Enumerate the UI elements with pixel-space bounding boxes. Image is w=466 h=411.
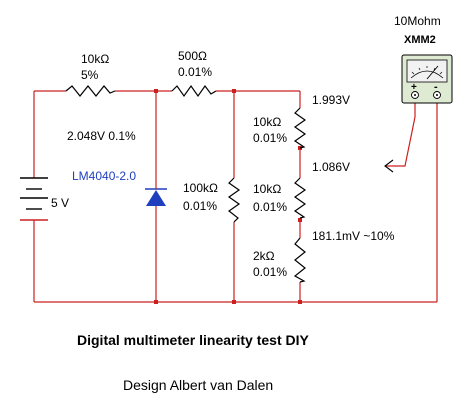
r-div-top-value: 10kΩ [253, 115, 281, 129]
r-div-bottom-value: 2kΩ [253, 249, 275, 263]
resistor-10k-series [65, 85, 116, 97]
diode-body [146, 190, 166, 206]
resistor-div-bottom [293, 237, 306, 283]
resistor-div-mid [293, 177, 307, 219]
meter-plus-label: + [411, 82, 417, 93]
node-bot-100k [232, 300, 236, 304]
r-div-mid-value: 10kΩ [253, 182, 281, 196]
meter-scale [410, 70, 444, 79]
meter-minus-label: - [434, 81, 438, 93]
meter-impedance-label: 10Mohm [394, 14, 441, 28]
zener-diode-icon [145, 176, 167, 212]
resistor-100k [227, 177, 241, 223]
battery-icon [20, 177, 48, 221]
diode-name-label: LM4040-2.0 [72, 169, 136, 183]
r-100k-value: 100kΩ [183, 181, 218, 195]
meter-needle [426, 65, 439, 80]
r-100k-tolerance: 0.01% [183, 199, 217, 213]
resistor-500 [171, 84, 217, 98]
multimeter-icon: + - [401, 54, 453, 104]
node-div-2 [298, 218, 302, 222]
node-bot-diode [154, 300, 158, 304]
r-series-value: 10kΩ [81, 52, 109, 66]
voltage-node-2: 1.086V [312, 160, 350, 174]
r-div-bottom-tolerance: 0.01% [253, 265, 287, 279]
wires [33, 90, 438, 303]
reference-note: 2.048V 0.1% [67, 129, 136, 143]
voltage-node-1: 1.993V [312, 93, 350, 107]
probe-arrow-icon [384, 159, 394, 173]
node-bot-div [298, 300, 302, 304]
node-top-100k [232, 89, 236, 93]
wire-meter-left [385, 101, 416, 167]
r-div-top-tolerance: 0.01% [253, 131, 287, 145]
voltage-node-3: 181.1mV ~10% [312, 229, 395, 243]
meter-ticks [411, 66, 443, 75]
r-500-value: 500Ω [178, 49, 207, 63]
diagram-title: Digital multimeter linearity test DIY [77, 332, 309, 348]
r-div-mid-tolerance: 0.01% [253, 200, 287, 214]
resistor-div-top [293, 107, 307, 149]
r-series-tolerance: 5% [81, 68, 99, 82]
r-500-tolerance: 0.01% [178, 65, 212, 79]
meter-name-label: XMM2 [404, 34, 436, 46]
node-top-diode [154, 89, 158, 93]
diagram-credit: Design Albert van Dalen [123, 377, 273, 393]
battery-voltage-label: 5 V [51, 196, 69, 210]
